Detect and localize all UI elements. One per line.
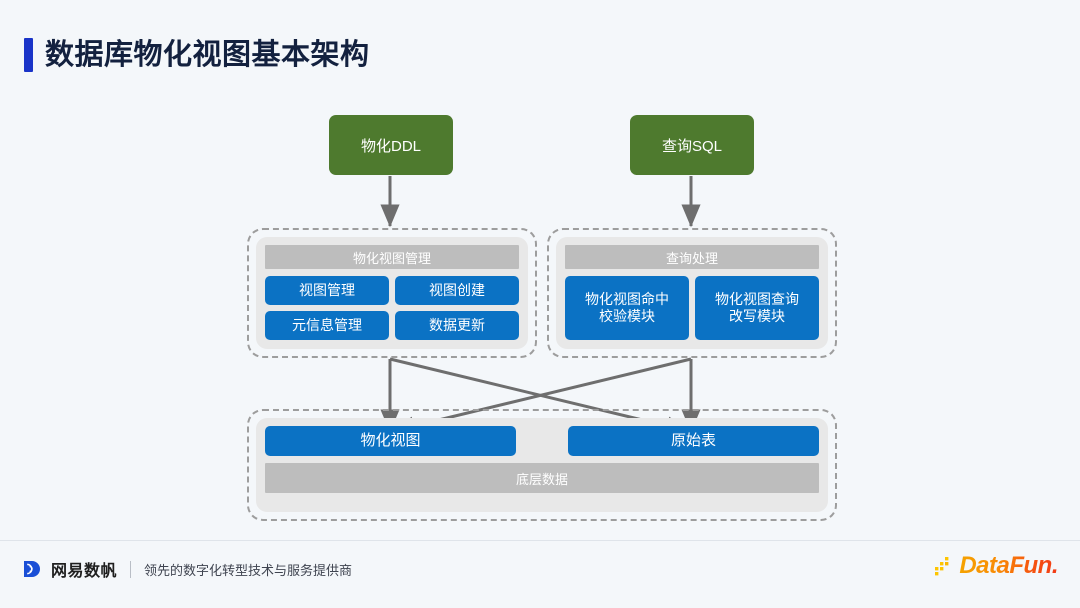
storage-box-base-table[interactable]: 原始表 xyxy=(568,426,819,456)
title-text: 数据库物化视图基本架构 xyxy=(45,38,370,71)
datafun-wordmark: DataFun. xyxy=(959,552,1058,579)
module-view-management[interactable]: 视图管理 xyxy=(265,276,389,305)
netease-logo-icon xyxy=(22,559,42,579)
footer-divider xyxy=(0,540,1080,541)
module-grid-mv-management: 视图管理 视图创建 元信息管理 数据更新 xyxy=(265,276,519,340)
module-data-refresh[interactable]: 数据更新 xyxy=(395,311,519,340)
storage-box-row: 物化视图 原始表 xyxy=(265,426,819,456)
title-accent-bar xyxy=(24,38,33,72)
module-view-creation[interactable]: 视图创建 xyxy=(395,276,519,305)
group-storage: 物化视图 原始表 底层数据 xyxy=(247,409,837,521)
datafun-logo: DataFun. xyxy=(935,552,1058,580)
footer-brand-group: 网易数帆 领先的数字化转型技术与服务提供商 xyxy=(22,557,352,581)
footer-brand-name: 网易数帆 xyxy=(51,563,118,580)
group-header-query-processing: 查询处理 xyxy=(565,245,819,269)
footer-tagline: 领先的数字化转型技术与服务提供商 xyxy=(144,562,353,578)
storage-box-materialized-view[interactable]: 物化视图 xyxy=(265,426,516,456)
module-metadata-management[interactable]: 元信息管理 xyxy=(265,311,389,340)
footer-separator xyxy=(130,560,132,578)
storage-footer-bar: 底层数据 xyxy=(265,463,819,493)
group-query-processing: 查询处理 物化视图命中 校验模块 物化视图查询 改写模块 xyxy=(547,228,837,358)
module-grid-query-processing: 物化视图命中 校验模块 物化视图查询 改写模块 xyxy=(565,276,819,340)
module-mv-query-rewrite[interactable]: 物化视图查询 改写模块 xyxy=(695,276,819,340)
datafun-dots-icon xyxy=(935,555,955,577)
source-box-sql[interactable]: 查询SQL xyxy=(630,115,754,175)
group-header-mv-management: 物化视图管理 xyxy=(265,245,519,269)
group-mv-management: 物化视图管理 视图管理 视图创建 元信息管理 数据更新 xyxy=(247,228,537,358)
source-box-ddl[interactable]: 物化DDL xyxy=(329,115,453,175)
module-mv-hit-validation[interactable]: 物化视图命中 校验模块 xyxy=(565,276,689,340)
page-title: 数据库物化视图基本架构 xyxy=(24,38,370,72)
